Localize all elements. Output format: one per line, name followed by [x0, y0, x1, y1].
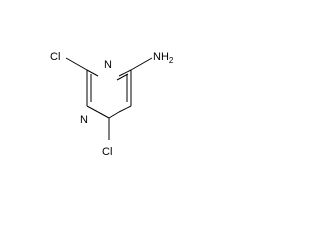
bond-c2-cl	[65, 57, 88, 71]
amine-subscript: 2	[169, 56, 174, 65]
bond-c4-c5	[118, 105, 132, 113]
atom-cl-top-label: Cl	[50, 51, 60, 63]
bond-ring-bottom-c5	[108, 111, 120, 119]
atom-n3-label: N	[80, 114, 88, 126]
bond-n1-c6-inner	[116, 73, 129, 81]
atom-amine-label: NH2	[153, 51, 174, 65]
structure-diagram: N N Cl Cl NH2	[50, 51, 174, 158]
bond-n1-c2	[86, 69, 99, 77]
amine-main-text: NH	[153, 51, 169, 63]
bond-c6-nh2	[130, 57, 153, 71]
atom-n1-label: N	[104, 59, 112, 71]
atom-cl-bottom-label: Cl	[102, 146, 112, 158]
bond-n1-c6	[118, 69, 132, 77]
bond-c4-ring-bottom	[97, 111, 110, 119]
bond-n3-c4	[86, 105, 99, 113]
